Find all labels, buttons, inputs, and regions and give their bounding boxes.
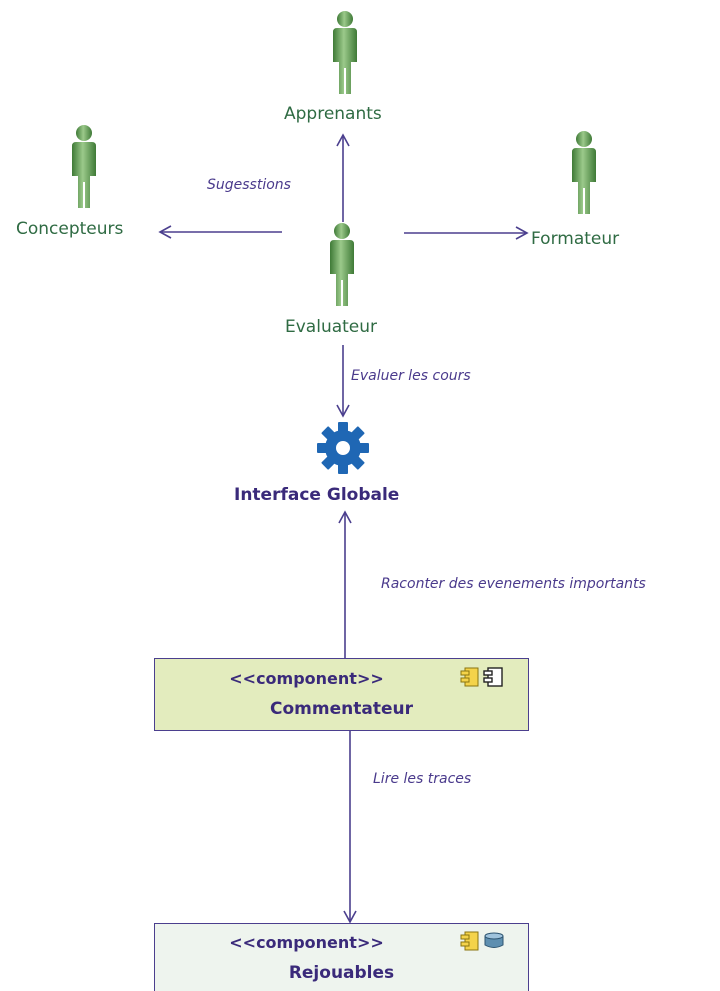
component-rejouables: <<component>> Rejouables [154, 923, 529, 991]
edge-label-suggestions: Sugesstions [207, 177, 291, 193]
actor-icon-concepteurs [72, 125, 96, 208]
component-commentateur: <<component>> Commentateur [154, 658, 529, 731]
component-stereotype: <<component>> [229, 933, 384, 952]
actor-label-concepteurs: Concepteurs [16, 219, 124, 239]
edge-label-lire: Lire les traces [373, 771, 472, 787]
arrowhead-formateur [515, 226, 529, 240]
database-icon [484, 932, 504, 948]
arrowhead-apprenants [336, 133, 350, 147]
arrowhead-interface-up [338, 510, 352, 524]
actor-label-apprenants: Apprenants [284, 104, 382, 124]
actor-label-formateur: Formateur [531, 229, 620, 249]
arrowhead-interface [336, 404, 350, 418]
arrowhead-concepteurs [158, 225, 172, 239]
component-icon [460, 931, 479, 951]
component-port-icon [483, 667, 503, 687]
component-stereotype: <<component>> [229, 669, 384, 688]
actor-icon-formateur [572, 131, 596, 214]
arrowhead-rejouables [343, 910, 357, 924]
actor-label-evaluateur: Evaluateur [285, 317, 378, 337]
component-icon [460, 667, 479, 687]
component-name: Rejouables [288, 963, 395, 983]
component-name: Commentateur [270, 699, 413, 719]
edge-label-raconter: Raconter des evenements importants [381, 576, 646, 592]
gear-icon [317, 422, 369, 474]
actor-icon-evaluateur [330, 223, 354, 306]
edge-label-evaluer: Evaluer les cours [351, 368, 471, 384]
interface-label: Interface Globale [234, 485, 400, 505]
actor-icon-apprenants [333, 11, 357, 94]
